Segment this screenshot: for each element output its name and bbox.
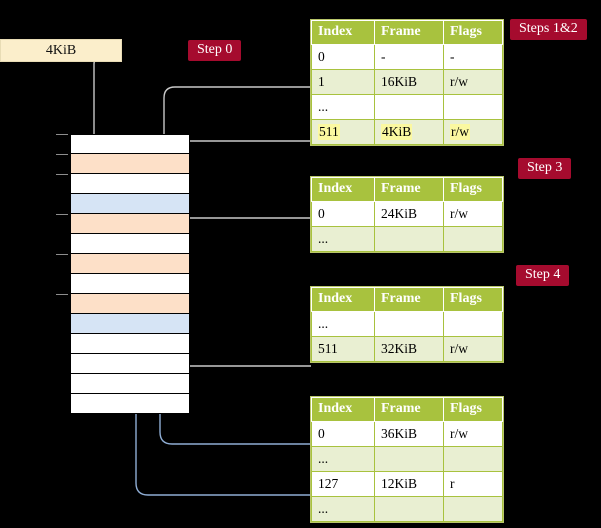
table-cell-frame: 36KiB [374,421,444,447]
memory-frame-row [70,174,190,194]
table-cell-index: ... [311,94,375,120]
memory-frame-row [70,314,190,334]
table-cell-flags: r/w [443,119,503,145]
table-cell-frame [374,311,444,337]
table-header-frame: Frame [374,397,444,422]
badge-steps-1-2: Steps 1&2 [510,19,587,40]
table-header-index: Index [311,20,375,45]
memory-frame-row [70,254,190,274]
table-cell-index: ... [311,226,375,252]
table-cell-index: 1 [311,69,375,95]
table-cell-index: 0 [311,201,375,227]
table-cell-frame: 24KiB [374,201,444,227]
table-header-flags: Flags [443,177,503,202]
table-header-frame: Frame [374,177,444,202]
table-cell-index: 0 [311,421,375,447]
highlighted-value: r/w [450,123,470,140]
table-cell-flags [443,226,503,252]
memory-frame-row [70,154,190,174]
memory-frame-row [70,394,190,414]
memory-frame-row [70,194,190,214]
memory-frame-tick [56,294,68,295]
badge-step-4: Step 4 [516,265,570,286]
wire-l3-row127-out [135,414,311,496]
table-cell-frame: 16KiB [374,69,444,95]
table-cell-flags: r [443,471,503,497]
memory-frame-row [70,374,190,394]
table-cell-flags: - [443,44,503,70]
table-cell-frame: - [374,44,444,70]
table-cell-frame [374,226,444,252]
memory-frame-row [70,134,190,154]
memory-frame-row [70,334,190,354]
table-row: ... [311,496,503,522]
table-cell-flags: r/w [443,336,503,362]
table-header-flags: Flags [443,397,503,422]
table-cell-flags [443,311,503,337]
table-header-index: Index [311,287,375,312]
memory-frame-tick [56,154,68,155]
memory-frame-row [70,234,190,254]
table-row: ... [311,226,503,252]
table-row: ... [311,94,503,120]
memory-frame-row [70,214,190,234]
table-cell-frame: 12KiB [374,471,444,497]
memory-frame-row [70,274,190,294]
badge-step-0: Step 0 [188,40,242,61]
table-row: 511 4KiB r/w [311,119,503,145]
table-row: 0-- [311,44,503,70]
table-header-frame: Frame [374,20,444,45]
table-cell-frame [374,496,444,522]
badge-step-3: Step 3 [518,158,572,179]
table-cell-index: ... [311,496,375,522]
table-cell-index: 511 [311,119,375,145]
memory-frame-tick [56,174,68,175]
table-header-frame: Frame [374,287,444,312]
table-cell-flags [443,446,503,472]
highlighted-value: 511 [318,123,340,140]
table-cell-frame: 4KiB [374,119,444,145]
table-header-flags: Flags [443,20,503,45]
physical-memory-column [56,134,190,414]
table-cell-flags: r/w [443,69,503,95]
highlighted-value: 4KiB [381,123,413,140]
table-cell-index: 0 [311,44,375,70]
table-cell-flags [443,94,503,120]
wire-source-to-memory [93,51,121,146]
memory-frame-row [70,354,190,374]
table-cell-index: 511 [311,336,375,362]
table-cell-frame [374,446,444,472]
wire-l0-row1-out [163,86,311,140]
table-cell-flags: r/w [443,421,503,447]
table-cell-index: ... [311,446,375,472]
table-cell-index: ... [311,311,375,337]
table-header-index: Index [311,177,375,202]
memory-frame-tick [56,254,68,255]
table-row: ... [311,311,503,337]
table-cell-flags [443,496,503,522]
table-cell-frame [374,94,444,120]
memory-frame-tick [56,214,68,215]
memory-frame-tick [56,134,68,135]
table-row: ... [311,446,503,472]
source-frame-box: 4KiB [0,39,122,62]
memory-frame-row [70,294,190,314]
wire-l3-row0-out [159,414,311,445]
table-cell-frame: 32KiB [374,336,444,362]
table-header-flags: Flags [443,287,503,312]
table-cell-flags: r/w [443,201,503,227]
table-cell-index: 127 [311,471,375,497]
table-header-index: Index [311,397,375,422]
